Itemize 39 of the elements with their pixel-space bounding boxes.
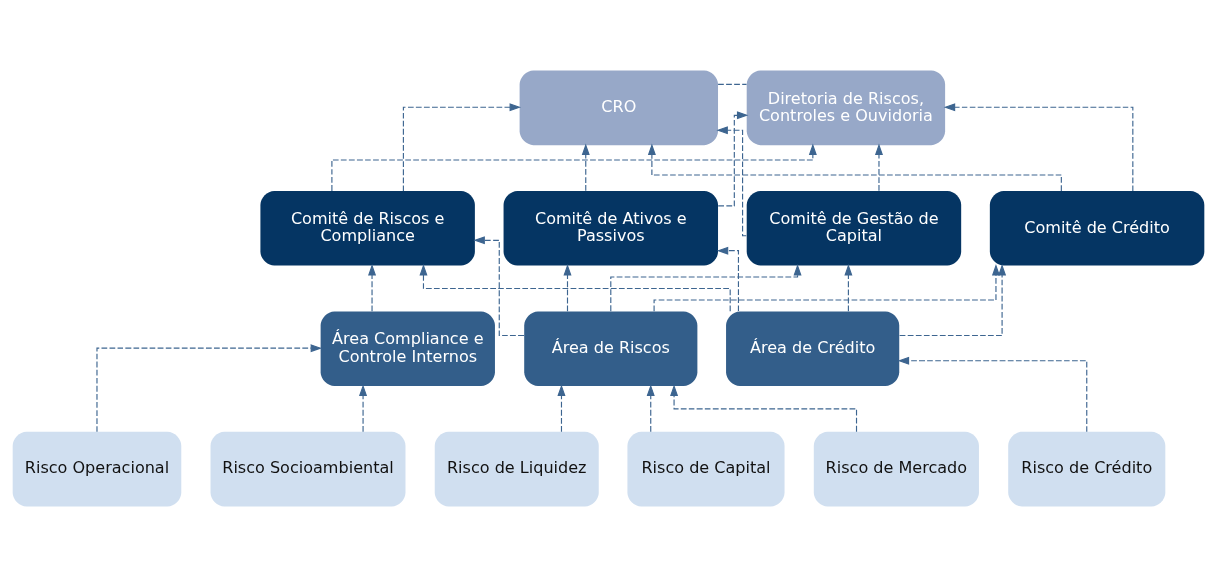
node-box: Risco de Crédito bbox=[1008, 431, 1166, 507]
node-box: Risco de Mercado bbox=[813, 431, 979, 507]
node-box: Área de Crédito bbox=[726, 311, 900, 386]
node-box: Comitê de Ativos e Passivos bbox=[503, 191, 719, 266]
arrow bbox=[557, 384, 566, 433]
connector bbox=[717, 83, 748, 85]
node-box: Diretoria de Riscos, Controles e Ouvidoria bbox=[746, 70, 946, 146]
node-box: Risco de Capital bbox=[627, 431, 785, 507]
arrow bbox=[331, 143, 817, 192]
arrow bbox=[653, 264, 1000, 312]
node-box: Comitê de Riscos e Compliance bbox=[260, 191, 475, 266]
arrow bbox=[670, 384, 858, 433]
arrow bbox=[716, 246, 739, 312]
arrow bbox=[96, 344, 323, 433]
arrow bbox=[359, 384, 368, 433]
arrow bbox=[473, 236, 525, 337]
arrow bbox=[563, 263, 572, 312]
arrow bbox=[610, 264, 802, 312]
node-box: Área de Riscos bbox=[524, 311, 698, 386]
arrow bbox=[897, 356, 1088, 433]
node-box: CRO bbox=[519, 70, 719, 146]
node-box: Comitê de Gestão de Capital bbox=[746, 191, 962, 266]
arrow bbox=[581, 143, 590, 192]
arrow bbox=[716, 126, 747, 237]
arrow bbox=[899, 264, 1007, 337]
node-box: Área Compliance e Controle Internos bbox=[320, 311, 495, 386]
arrow bbox=[717, 111, 749, 207]
arrow bbox=[874, 143, 883, 192]
arrow bbox=[844, 263, 853, 312]
arrow bbox=[402, 103, 522, 192]
arrow bbox=[419, 264, 731, 312]
arrow bbox=[647, 143, 1062, 192]
arrow bbox=[943, 103, 1134, 192]
node-box: Risco de Liquidez bbox=[434, 431, 599, 507]
node-box: Comitê de Crédito bbox=[989, 191, 1205, 266]
arrow bbox=[368, 263, 377, 312]
arrow bbox=[646, 384, 655, 433]
node-box: Risco Operacional bbox=[12, 431, 182, 507]
node-box: Risco Socioambiental bbox=[210, 431, 406, 507]
